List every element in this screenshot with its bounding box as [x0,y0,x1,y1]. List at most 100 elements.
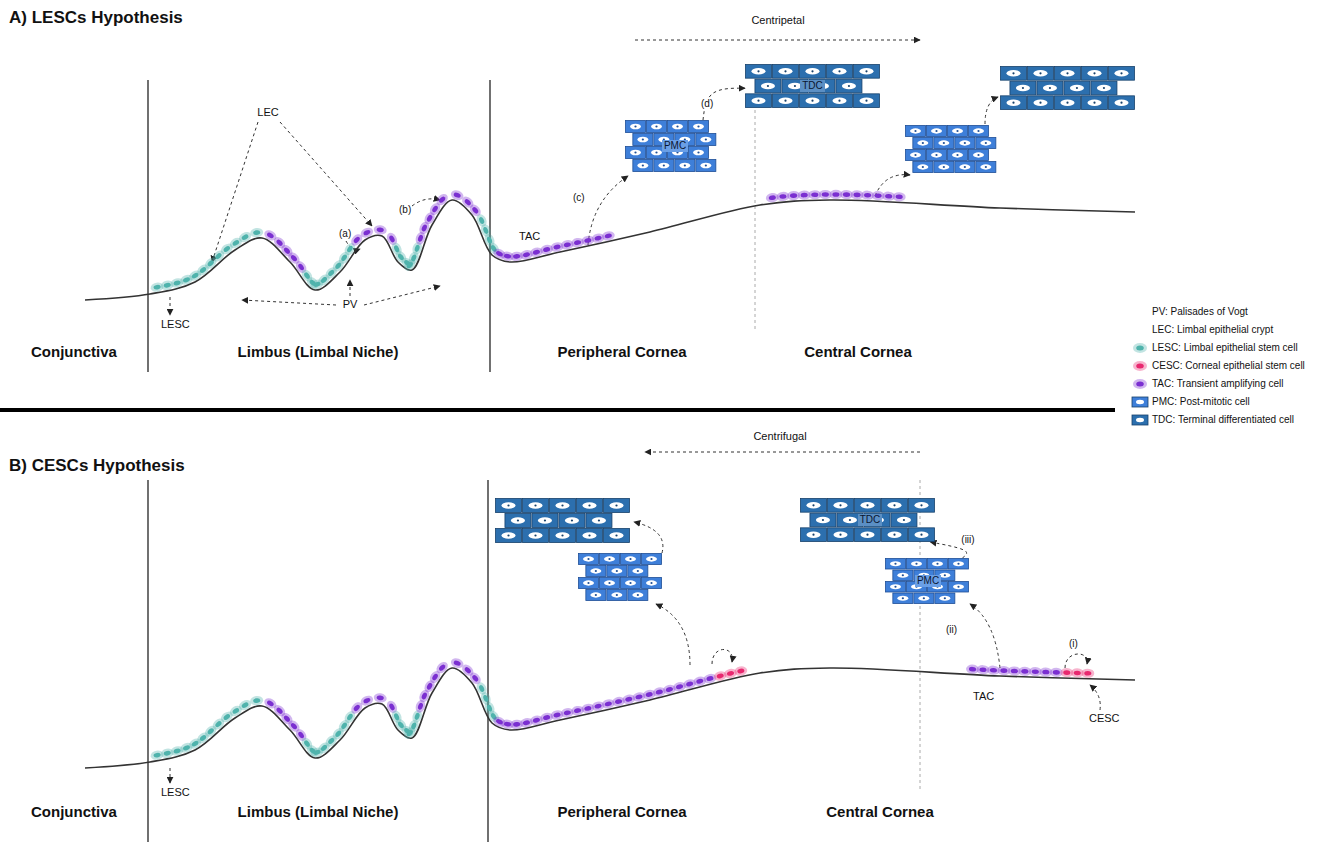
cell-nucleus [632,592,643,597]
cell-brick [689,121,709,133]
direction-label: Centrifugal [752,430,807,443]
cell-nucleus [563,710,571,716]
cell-nucleus [779,194,787,199]
swatch-core [1136,364,1144,369]
process-arrow [970,604,1000,668]
cell-brick [626,121,646,133]
cell-nucleus [363,229,371,236]
cell-nucleus-dot [655,125,657,127]
cell-nucleus-dot [587,558,589,560]
epithelial-cell [601,230,616,242]
cell-nucleus-dot [849,519,851,521]
cell-nucleus-dot [1093,102,1095,104]
cell-brick [577,529,603,543]
cell-nucleus [860,502,874,508]
cell-nucleus-dot [1039,102,1041,104]
cell-brick [1028,67,1054,81]
cell-nucleus [232,707,241,715]
cell-nucleus-dot [935,130,937,132]
cell-brick [505,514,531,528]
cell-brick [773,65,799,79]
cell-brick [909,528,935,542]
cell-brick [586,514,612,528]
legend-entry: PV: Palisades of Vogt [1152,306,1248,318]
region-label: Limbus (Limbal Niche) [237,803,400,820]
cell-nucleus-dot [615,534,617,536]
cell-nucleus [275,707,283,715]
cell-nucleus [522,720,530,726]
leader-arrow [170,768,171,783]
cell-nucleus [471,674,479,682]
basement-membrane [85,200,1135,300]
cell-nucleus [241,701,250,709]
cell-nucleus [340,722,348,731]
panel-title: A) LESCs Hypothesis [8,8,184,28]
cell-nucleus-dot [616,570,618,572]
cell-nucleus-dot [676,125,678,127]
cell-nucleus [696,678,704,684]
cell-nucleus-dot [957,586,959,588]
process-arrow [588,176,628,245]
cell-nucleus [832,192,839,197]
cell-nucleus [1006,99,1020,105]
cell-nucleus-dot [1022,87,1024,89]
cell-nucleus-dot [757,100,759,102]
cell-nucleus [953,561,964,566]
cell-nucleus [635,694,643,700]
cell-brick [1037,81,1063,95]
panel-separator [0,408,1115,412]
cell-label: TAC [972,690,995,702]
cell-nucleus [761,83,775,89]
region-label: Central Cornea [803,343,913,360]
cell-nucleus-dot [615,504,617,506]
cell-nucleus [582,532,596,539]
cell-nucleus [438,195,446,203]
cell-body [250,227,264,238]
cell-nucleus-dot [561,534,563,536]
cell-nucleus [952,152,963,157]
cell-nucleus [611,568,622,573]
panel-title: A) LESCs Hypothesis [8,8,184,27]
cell-nucleus [1114,99,1128,105]
cell-nucleus [805,68,819,74]
region-label: Central Cornea [825,803,935,820]
cell-nucleus [609,532,623,539]
callout-number: (ii) [945,624,958,636]
cell-nucleus [414,244,421,252]
cell-nucleus [1006,70,1020,76]
cell-nucleus [931,128,942,133]
cell-nucleus-dot [1120,72,1122,74]
cell-nucleus [625,556,636,561]
cell-brick [668,121,688,133]
cell-brick [579,554,599,565]
region-divider [147,480,148,842]
region-label: Conjunctiva [30,343,118,360]
cell-nucleus [910,128,921,133]
cell-nucleus [632,568,643,573]
epithelium [85,657,1135,768]
cell-nucleus [651,150,662,156]
cell-nucleus-dot [794,85,796,87]
cell-nucleus-dot [767,85,769,87]
cell-nucleus [897,596,908,601]
cell-label: CESC [1088,712,1121,725]
cell-brick [828,499,854,513]
cell-nucleus [253,698,261,704]
cell-nucleus [637,137,648,143]
process-arrow [634,522,663,553]
cell-brick [927,126,947,137]
cell-brick [654,160,674,172]
cell-nucleus [574,708,582,714]
cell-nucleus [672,124,683,130]
cell-brick [559,514,585,528]
cell-brick [755,79,781,93]
cell-nucleus [686,681,694,687]
cell-nucleus-dot [534,504,536,506]
swatch-box [1132,397,1148,407]
cell-nucleus [816,517,830,523]
cell-nucleus-dot [784,100,786,102]
cell-brick [633,160,653,172]
cell-label: TAC [518,230,541,243]
callout-number: (d) [700,98,714,110]
cell-nucleus [778,68,792,74]
